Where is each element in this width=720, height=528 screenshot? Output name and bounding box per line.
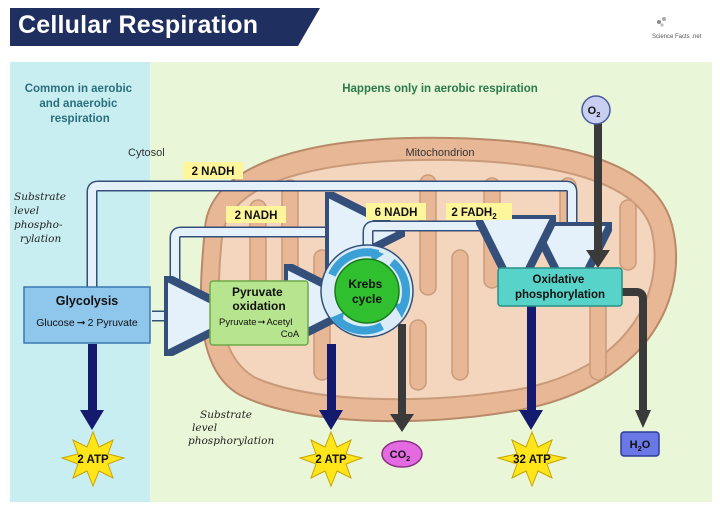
atp-star-glycolysis: 2 ATP	[60, 430, 126, 488]
sciencefacts-logo: Science Facts .net	[652, 17, 702, 40]
h2o-molecule: H2O	[620, 431, 660, 457]
svg-text:2 NADH: 2 NADH	[235, 210, 278, 222]
svg-text:H2O: H2O	[630, 439, 651, 453]
o2-molecule: O2	[581, 95, 611, 125]
cytosol-label: Cytosol	[128, 147, 165, 159]
krebs-cycle: Krebs cycle	[320, 244, 414, 338]
svg-text:2 ATP: 2 ATP	[77, 454, 109, 466]
krebs-title: Krebs cycle	[348, 277, 385, 306]
handwritten-slp-left: Substrate level phospho- rylation	[14, 191, 69, 245]
pyruvate-oxidation-box: Pyruvate oxidation Pyruvate➞Acetyl CoA	[209, 280, 309, 346]
nadh-glycolysis-label: 2 NADH	[183, 162, 243, 179]
carrier-arrows	[86, 180, 572, 316]
title-banner	[10, 8, 320, 46]
atp-arrows	[80, 305, 543, 430]
atp-star-oxidative: 32 ATP	[496, 430, 568, 488]
svg-text:2 NADH: 2 NADH	[192, 166, 235, 178]
mitochondrion-label: Mitochondrion	[405, 147, 474, 159]
atp-star-krebs: 2 ATP	[298, 430, 364, 488]
logo-text: Science Facts .net	[652, 34, 702, 40]
common-region	[10, 62, 150, 502]
aerobic-region-label: Happens only in aerobic respiration	[342, 83, 538, 95]
handwritten-slp-bottom: Substrate level phosphorylation	[188, 409, 274, 447]
pyruvate-oxidation-title: Pyruvate oxidation	[232, 285, 286, 313]
grey-arrows	[390, 122, 651, 432]
svg-text:2 ATP: 2 ATP	[315, 454, 347, 466]
co2-molecule: CO2	[381, 440, 423, 468]
page-title: Cellular Respiration	[18, 11, 259, 39]
common-region-label: Common in aerobic and anaerobic respirat…	[25, 83, 136, 125]
svg-text:O2: O2	[588, 105, 601, 119]
fadh-krebs-label: 2 FADH2	[446, 203, 512, 221]
oxidative-title: Oxidative phosphorylation	[515, 274, 605, 301]
glycolysis-reaction: Glucose➞2 Pyruvate	[36, 317, 138, 329]
oxidative-phosphorylation-box: Oxidative phosphorylation	[497, 267, 623, 307]
pyruvate-oxidation-reaction: Pyruvate➞Acetyl CoA	[219, 317, 300, 340]
glycolysis-box: Glycolysis Glucose➞2 Pyruvate	[23, 286, 151, 344]
nadh-krebs-label: 6 NADH	[366, 203, 426, 220]
svg-text:CO2: CO2	[390, 449, 411, 463]
nadh-pyruvate-label: 2 NADH	[226, 206, 286, 223]
svg-text:2 FADH2: 2 FADH2	[451, 207, 497, 221]
svg-text:6 NADH: 6 NADH	[375, 207, 418, 219]
svg-text:32 ATP: 32 ATP	[513, 454, 551, 466]
glycolysis-title: Glycolysis	[56, 294, 119, 308]
